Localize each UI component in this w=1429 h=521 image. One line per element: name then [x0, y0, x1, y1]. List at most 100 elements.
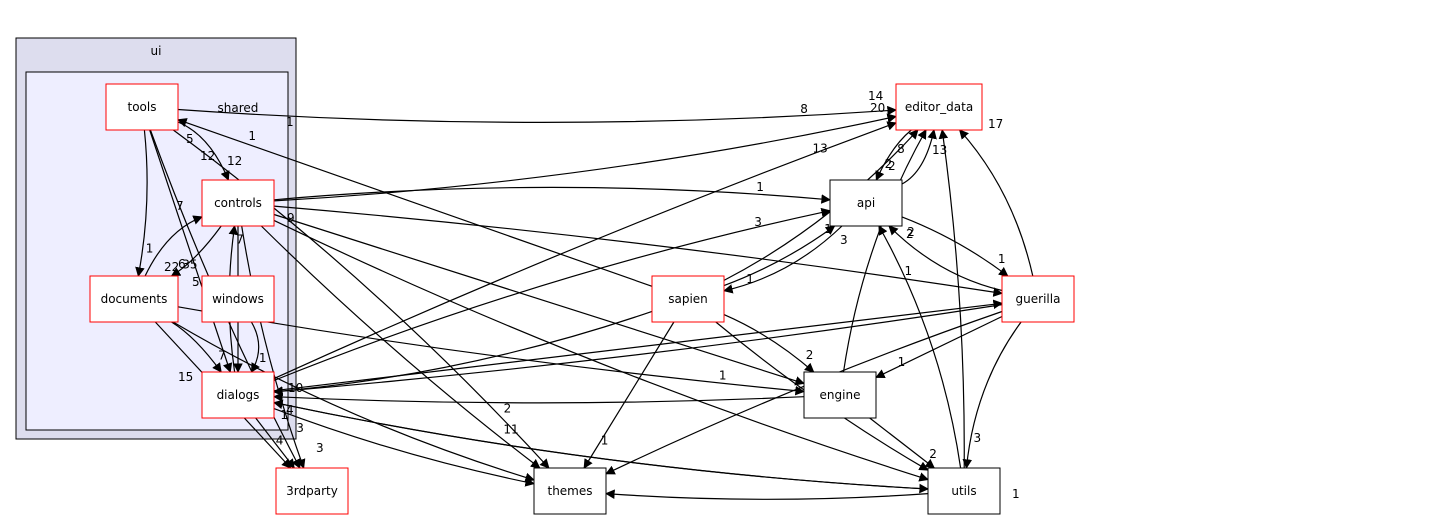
node-windows-box[interactable]: [201, 275, 275, 323]
node-guerilla-label: guerilla: [1016, 292, 1061, 306]
node-tools[interactable]: tools: [105, 83, 179, 131]
edge-label-sapien-to-api: 1: [824, 222, 832, 236]
node-documents[interactable]: documents: [89, 275, 179, 323]
edge-controls-to-guerilla: [273, 205, 1003, 297]
edge-label-tools-to-controls: 12: [227, 154, 242, 168]
edge-guerilla-to-engine: [875, 315, 1003, 379]
edge-utils-to-themes: [605, 489, 929, 500]
edge-controls-to-themes: [260, 225, 541, 469]
node-themes-box[interactable]: [533, 467, 607, 515]
edge-engine-to-utils: [869, 417, 936, 469]
edge-controls-to-3rdparty: [241, 225, 306, 469]
cluster-shared-box: [25, 71, 289, 431]
edge-label-dialogs-to-controls: 7: [236, 232, 244, 246]
edge-controls-to-engine: [273, 213, 805, 386]
edge-label-tools-to-themes: 2: [504, 402, 512, 416]
node-documents-box[interactable]: [89, 275, 179, 323]
edge-engine-to-editor-data: [842, 129, 927, 373]
edge-documents-to-controls: [144, 215, 203, 277]
edge-label-documents-to-3rdparty: 4: [276, 434, 284, 448]
edge-label-fragment: 15: [178, 370, 193, 384]
node-engine-label: engine: [820, 388, 861, 402]
edge-controls-to-api: [273, 186, 831, 204]
node-windows[interactable]: windows: [201, 275, 275, 323]
edge-controls-to-documents: [170, 225, 222, 277]
node-sapien-label: sapien: [668, 292, 708, 306]
node-utils-label: utils: [951, 484, 976, 498]
node-3rdparty-label: 3rdparty: [286, 484, 338, 498]
node-api-box[interactable]: [829, 179, 903, 227]
edge-label-sapien-to-engine: 2: [806, 348, 814, 362]
edge-dialogs-to-3rdparty: [255, 417, 295, 469]
edge-dialogs-to-guerilla: [273, 299, 1003, 392]
edge-label-dialogs-to-editor-data: 13: [813, 142, 828, 156]
edge-documents-to-dialogs: [171, 321, 222, 373]
node-dialogs-box[interactable]: [201, 371, 275, 419]
edge-label-fragment: 4: [286, 403, 294, 417]
edge-label-fragment: 6: [178, 257, 186, 271]
node-controls-box[interactable]: [201, 179, 275, 227]
edge-api-to-sapien: [723, 225, 843, 294]
node-guerilla-box[interactable]: [1001, 275, 1075, 323]
edge-sapien-to-themes: [583, 321, 675, 469]
node-3rdparty-box[interactable]: [275, 467, 349, 515]
node-controls[interactable]: controls: [201, 179, 275, 227]
node-editor-data[interactable]: editor_data: [895, 83, 983, 131]
edge-api-to-guerilla: [901, 216, 1009, 277]
node-dialogs-label: dialogs: [217, 388, 260, 402]
edge-controls-to-utils: [273, 219, 929, 482]
cluster-ui-label: ui: [151, 44, 162, 58]
edge-label-controls-to-api: 1: [756, 180, 764, 194]
node-dialogs[interactable]: dialogs: [201, 371, 275, 419]
edge-tools-to-themes: [172, 129, 550, 469]
node-windows-label: windows: [212, 292, 264, 306]
edge-dialogs-to-editor-data: [273, 121, 897, 380]
edge-label-fragment: 13: [932, 143, 947, 157]
edge-label-fragment: 1: [286, 115, 294, 129]
edge-label-documents-to-engine: 1: [719, 369, 727, 383]
node-engine-box[interactable]: [803, 371, 877, 419]
edge-label-guerilla-to-api: 2: [907, 225, 915, 239]
node-editor-data-box[interactable]: [895, 83, 983, 131]
edge-guerilla-to-utils: [962, 321, 1022, 469]
edge-windows-to-dialogs: [250, 321, 260, 373]
edge-engine-to-dialogs: [273, 392, 805, 404]
edge-label-sapien-to-themes: 1: [601, 434, 609, 448]
edge-label-fragment: 22: [164, 260, 179, 274]
edge-label-fragment: 2: [888, 159, 896, 173]
node-utils-box[interactable]: [927, 467, 1001, 515]
edge-sapien-to-engine: [723, 314, 815, 373]
node-themes[interactable]: themes: [533, 467, 607, 515]
edge-utils-to-api: [878, 225, 962, 469]
edge-dialogs-to-themes: [273, 408, 535, 487]
node-3rdparty[interactable]: 3rdparty: [275, 467, 349, 515]
edge-label-controls-to-guerilla: 1: [905, 264, 913, 278]
edge-label-fragment: 9: [287, 211, 295, 225]
edge-label-fragment: 7: [176, 199, 184, 213]
edge-label-fragment: 5: [186, 132, 194, 146]
edge-label-controls-to-3rdparty: 3: [296, 421, 304, 435]
node-controls-label: controls: [214, 196, 262, 210]
node-engine[interactable]: engine: [803, 371, 877, 419]
node-sapien[interactable]: sapien: [651, 275, 725, 323]
edge-label-api-to-sapien: 1: [746, 272, 754, 286]
edge-utils-to-editor-data: [938, 129, 965, 469]
node-tools-box[interactable]: [105, 83, 179, 131]
node-api[interactable]: api: [829, 179, 903, 227]
edge-documents-to-themes: [172, 321, 535, 483]
edge-label-editor-data-to-api: 2: [885, 157, 893, 171]
edge-label-dialogs-to-api: 3: [754, 215, 762, 229]
node-sapien-box[interactable]: [651, 275, 725, 323]
edge-label-fragment: 1: [1012, 487, 1020, 501]
node-guerilla[interactable]: guerilla: [1001, 275, 1075, 323]
edge-sapien-to-api: [723, 225, 836, 287]
edge-label-tools-to-editor-data: 8: [800, 102, 808, 116]
edge-label-sapien-to-tools: 1: [248, 129, 256, 143]
cluster-shared: shared: [25, 71, 289, 431]
edge-label-fragment: 5: [192, 275, 200, 289]
node-utils[interactable]: utils: [927, 467, 1001, 515]
edge-api-to-editor-data: [901, 129, 937, 185]
